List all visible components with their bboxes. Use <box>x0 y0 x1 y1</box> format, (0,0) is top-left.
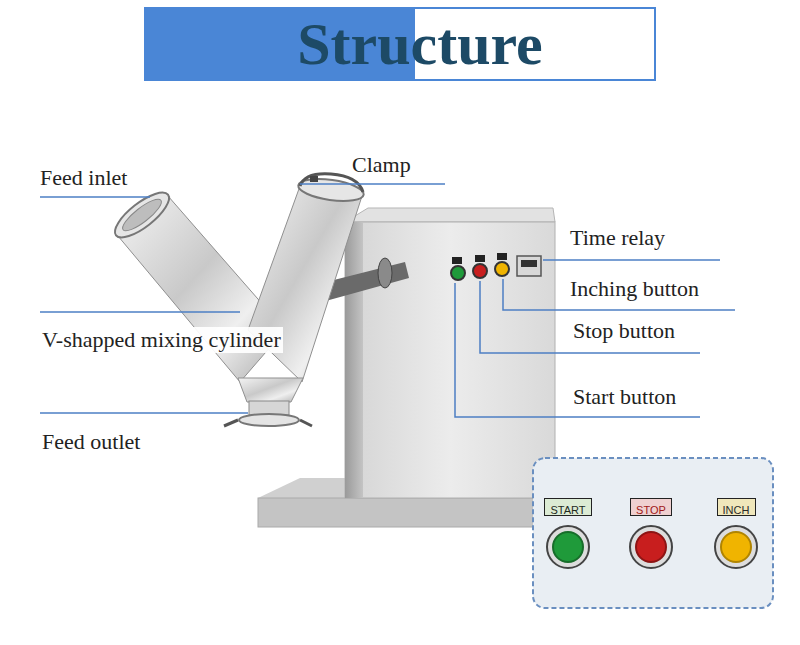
button-label: INCH <box>723 504 750 517</box>
part-label: Time relay <box>570 225 665 251</box>
time-relay-display <box>521 260 537 267</box>
outlet-clamp <box>224 420 312 426</box>
inlet-lid <box>119 195 165 236</box>
start-button-symbol <box>451 266 465 280</box>
clamp-latch <box>310 176 318 182</box>
inch-button-large <box>721 532 751 562</box>
part-label: Stop button <box>573 318 675 344</box>
button-label: START <box>550 504 585 517</box>
part-label: Feed outlet <box>42 429 140 455</box>
leader-line <box>40 196 150 198</box>
leader-lines <box>40 184 735 417</box>
outlet-neck <box>249 401 289 415</box>
cabinet-front <box>345 222 555 498</box>
panel-plate <box>452 257 462 264</box>
panel-plate <box>497 253 507 260</box>
part-label: Start button <box>573 384 676 410</box>
part-label: Feed inlet <box>40 165 127 191</box>
button-label-plate: INCH <box>717 498 756 516</box>
inset-panel <box>533 458 773 608</box>
cabinet-side <box>345 222 363 498</box>
part-label: Clamp <box>352 152 411 178</box>
leader-line <box>300 183 445 185</box>
button-label-plate: STOP <box>630 498 672 516</box>
stop-button-symbol <box>473 264 487 278</box>
base-top <box>258 478 350 498</box>
cabinet-top <box>345 208 555 222</box>
button-label-plate: START <box>544 498 592 516</box>
shaft-collar <box>378 258 392 288</box>
title-text: Structure <box>297 12 543 76</box>
button-label: STOP <box>636 504 666 517</box>
cylinder-cone <box>238 378 303 402</box>
button-bezel <box>630 526 672 568</box>
stop-button-large <box>636 532 666 562</box>
button-bezel <box>715 526 757 568</box>
part-label: Inching button <box>570 276 699 302</box>
leader-line <box>40 412 248 414</box>
panel-plate <box>475 255 485 262</box>
leader-line <box>40 311 240 313</box>
base-front <box>258 498 555 527</box>
part-label: V-shapped mixing cylinder <box>40 327 283 353</box>
start-button-large <box>553 532 583 562</box>
title-banner <box>145 8 655 80</box>
leader-line <box>543 259 720 261</box>
outlet-flange <box>239 414 299 426</box>
time-relay-symbol <box>517 256 541 276</box>
leader-line <box>455 283 700 417</box>
inch-button-symbol <box>495 262 509 276</box>
inlet-flange <box>109 185 176 245</box>
button-bezel <box>547 526 589 568</box>
